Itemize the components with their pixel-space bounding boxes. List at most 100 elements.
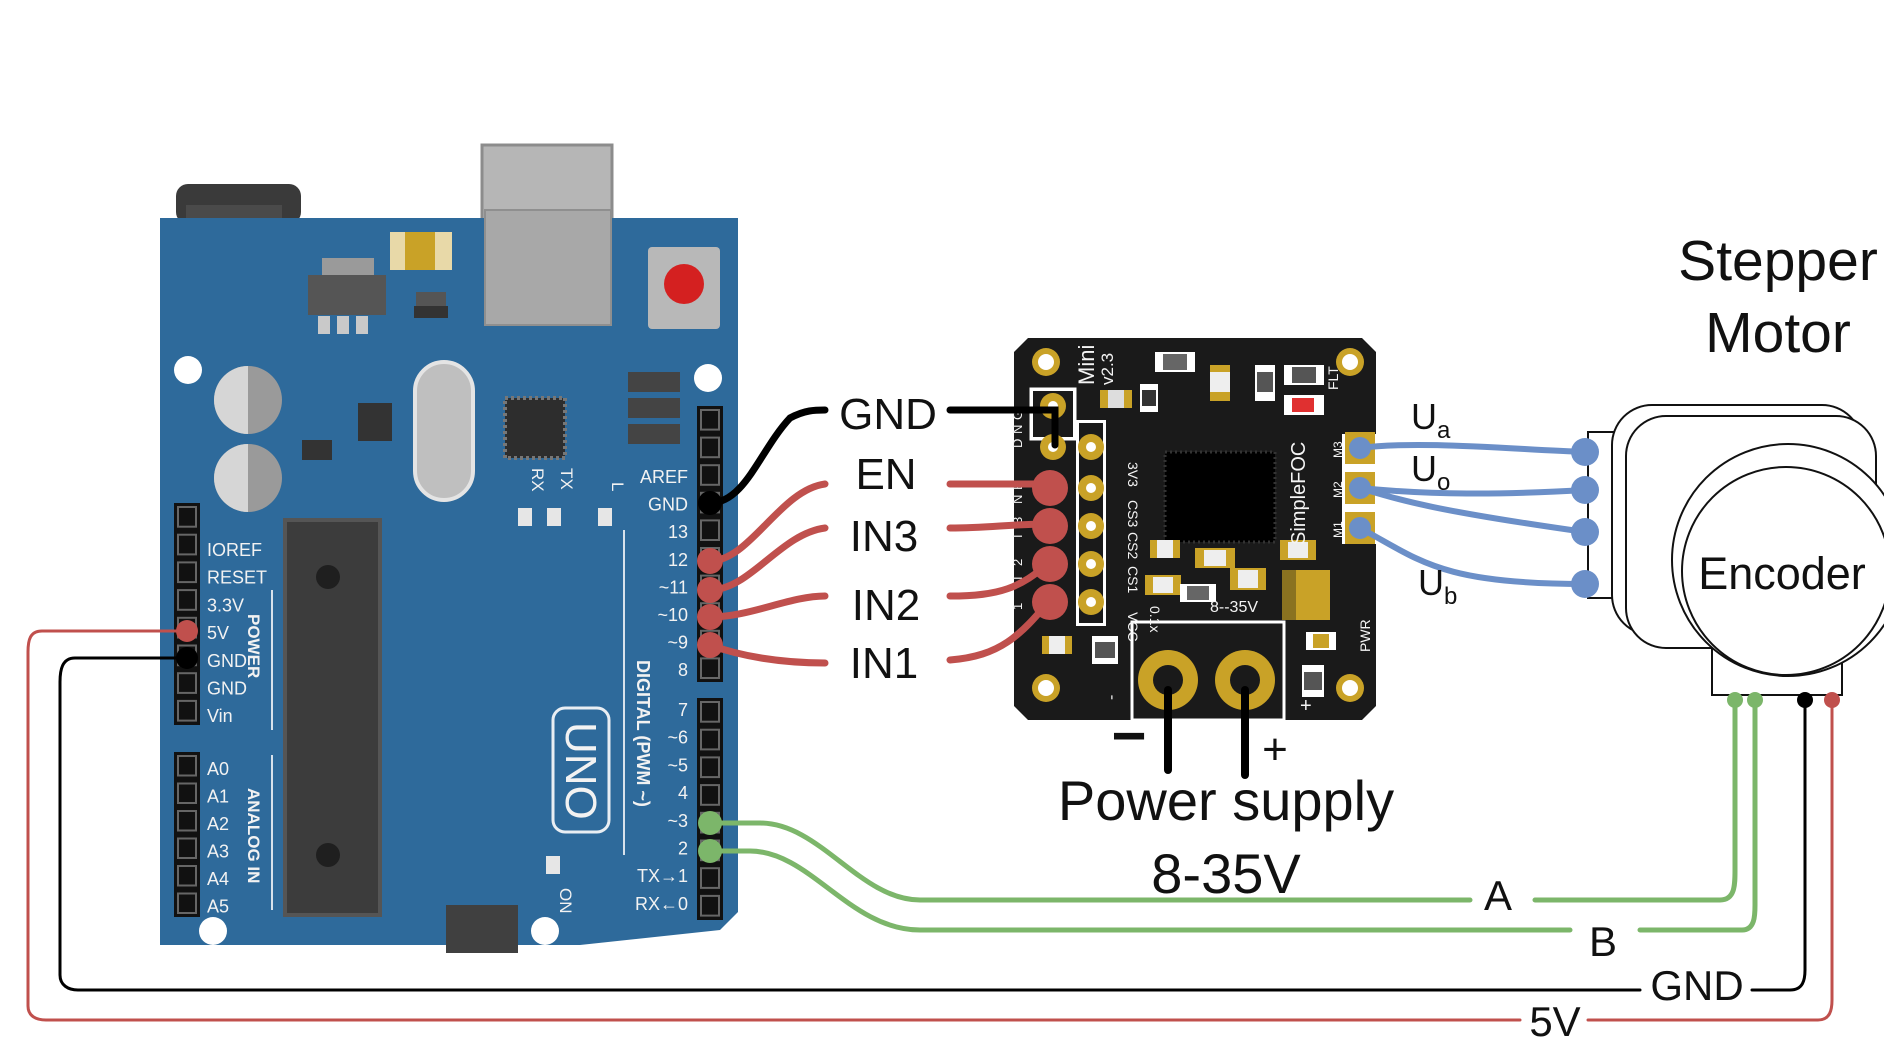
digital-pin-label-low-3: 4 xyxy=(678,783,688,803)
driver-version: v2.3 xyxy=(1098,353,1117,385)
motor-title-line1: Stepper xyxy=(1678,229,1878,293)
driver-side-label: CS3 xyxy=(1125,500,1141,527)
driver-side-label: 3V3 xyxy=(1125,462,1141,487)
digital-pin-label-5: ~10 xyxy=(657,605,688,625)
header-pin xyxy=(177,782,197,804)
header-pin xyxy=(177,892,197,914)
wire-m2-b xyxy=(1357,485,1588,497)
uo-label: Uo xyxy=(1411,448,1450,496)
wire-encoder-a-right xyxy=(1532,697,1738,903)
mount-hole xyxy=(199,917,227,945)
digital-pin-label-3: 12 xyxy=(668,550,688,570)
ub-label: Ub xyxy=(1418,562,1457,610)
driver-pin-silk-letter: I xyxy=(1010,534,1025,538)
driver-side-label: CS1 xyxy=(1125,566,1141,593)
driver-pin-silk-letter: 2 xyxy=(1010,559,1025,566)
digital-pin-label-low-5: 2 xyxy=(678,839,688,859)
wire-encoder-b-left xyxy=(707,848,1573,933)
power-pin-label-6: Vin xyxy=(207,706,233,726)
crystal xyxy=(413,360,475,502)
power-supply-voltage: 8-35V xyxy=(1151,842,1301,905)
driver-pin-silk-letter: N xyxy=(1010,495,1025,504)
analog-pin-label-0: A0 xyxy=(207,759,229,779)
wire-5v-long-right xyxy=(1586,698,1834,1022)
driver-pin-silk-letter: D xyxy=(1010,439,1025,448)
ua-label: Ua xyxy=(1411,396,1451,444)
header-pin xyxy=(700,519,720,542)
voltage-silk: 8--35V xyxy=(1210,599,1258,616)
in2-label: IN2 xyxy=(852,581,920,630)
usb-chip xyxy=(503,396,567,460)
analog-header xyxy=(174,752,200,917)
in3-label: IN3 xyxy=(850,512,918,561)
on-led xyxy=(546,856,560,874)
header-pin xyxy=(177,589,197,611)
rx-led xyxy=(518,508,532,526)
encoder-label: Encoder xyxy=(1698,548,1866,599)
uno-text: UNO xyxy=(556,722,605,820)
analog-pin-label-4: A4 xyxy=(207,869,229,889)
driver-pin-silk-letter: 1 xyxy=(1010,603,1025,610)
header-pin xyxy=(700,756,720,779)
in1-label: IN1 xyxy=(850,639,918,688)
wire-encoder-a-left xyxy=(707,820,1473,903)
wire-endpoints xyxy=(176,437,1840,863)
driver-brand: SimpleFOC xyxy=(1288,442,1310,545)
header-pin xyxy=(177,533,197,556)
arduino-uno-board: RX TX L ON UNO IOREFRESET3.3V5VGNDGNDVin… xyxy=(160,143,738,953)
driver-side-label: 0.1x xyxy=(1147,606,1163,632)
digital-pin-label-low-0: 7 xyxy=(678,700,688,720)
header-pin xyxy=(700,784,720,806)
power-title: POWER xyxy=(244,614,263,678)
on-label: ON xyxy=(556,888,575,914)
header-pin xyxy=(177,699,197,722)
wire-gnd-long-right xyxy=(1750,698,1807,992)
driver-header-pads xyxy=(1040,393,1104,615)
digital-pin-label-low-1: ~6 xyxy=(667,728,688,748)
wire-gnd-arduino xyxy=(706,406,829,507)
header-pin xyxy=(177,837,197,859)
driver-side-label: VCC xyxy=(1125,612,1141,642)
rx-label: RX xyxy=(528,468,547,492)
digital-title: DIGITAL (PWM ~) xyxy=(633,660,653,807)
wire-5v-long-left xyxy=(26,629,1522,1022)
wire-m1 xyxy=(1357,525,1588,587)
silk-plus: + xyxy=(1300,695,1312,717)
power-pin-label-2: 3.3V xyxy=(207,595,244,615)
wire-m3 xyxy=(1357,441,1588,455)
analog-pin-label-5: A5 xyxy=(207,897,229,917)
gnd-label: GND xyxy=(839,390,937,439)
driver-side-label: CS2 xyxy=(1125,532,1141,559)
wire-b-label: B xyxy=(1589,918,1617,965)
driver-pin-silk-letter: G xyxy=(1010,410,1025,420)
digital-pin-label-low-6: TX→1 xyxy=(637,866,688,886)
l-led xyxy=(598,508,612,526)
wire-encoder-b-right xyxy=(1637,697,1758,933)
encoder-disc xyxy=(1681,466,1884,676)
digital-pin-label-4: ~11 xyxy=(659,577,688,597)
header-pin xyxy=(700,701,720,723)
driver-name: Mini xyxy=(1074,345,1099,385)
wires xyxy=(26,406,1834,1022)
power-pin-label-5: GND xyxy=(207,679,247,699)
header-pin xyxy=(177,672,197,694)
header-pin xyxy=(177,561,197,584)
wire-a-label: A xyxy=(1484,872,1512,919)
analog-pin-label-2: A2 xyxy=(207,814,229,834)
header-pin xyxy=(177,810,197,832)
analog-pin-label-3: A3 xyxy=(207,842,229,862)
wire-gnd-driver xyxy=(946,406,1059,449)
en-label: EN xyxy=(855,450,916,499)
power-minus-label: − xyxy=(1111,702,1146,769)
driver-pin-silk-letter: 3 xyxy=(1010,517,1025,524)
digital-pin-label-2: 13 xyxy=(668,522,688,542)
pwr-label: PWR xyxy=(1357,619,1373,652)
power-pin-label-0: IOREF xyxy=(207,540,262,560)
wire-gnd-long-left xyxy=(58,656,1642,992)
header-pin xyxy=(700,728,720,751)
wire-5v-label: 5V xyxy=(1529,998,1580,1045)
